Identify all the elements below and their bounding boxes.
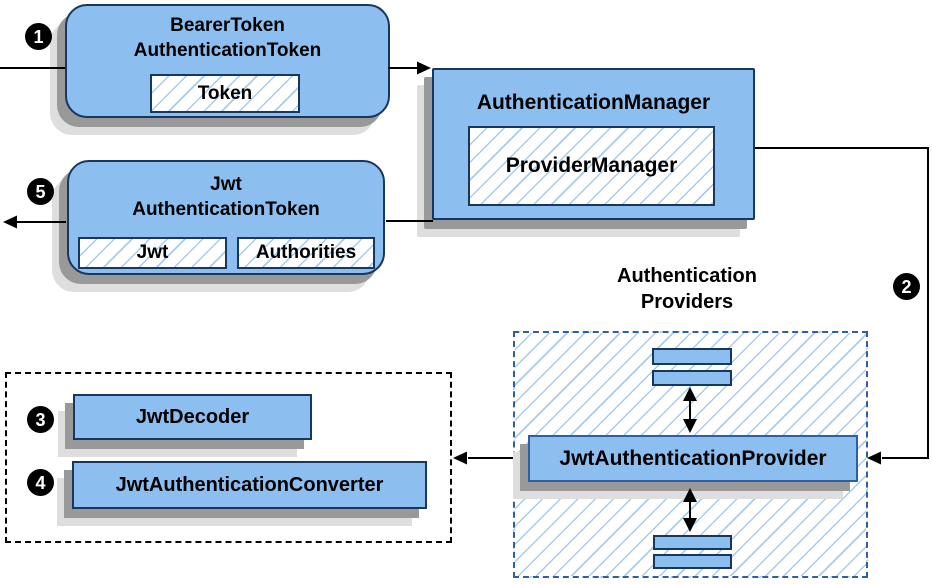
jwt-decoder-label: JwtDecoder — [135, 405, 250, 428]
other-provider-bar-bottom-1 — [653, 535, 732, 550]
jwt-authentication-converter-node: JwtAuthenticationConverter — [72, 461, 427, 509]
authorities-chip: Authorities — [237, 237, 375, 269]
authorities-chip-label: Authorities — [255, 242, 357, 263]
jwt-authentication-provider-node: JwtAuthenticationProvider — [528, 435, 858, 482]
jwt-authentication-converter-label: JwtAuthenticationConverter — [115, 473, 384, 496]
manager-to-provider-arrowhead-icon — [867, 451, 881, 465]
step-3-badge: 3 — [27, 406, 54, 433]
bearer-token-node-title-line2: AuthenticationToken — [133, 40, 322, 61]
other-provider-bar-top-1 — [652, 348, 732, 365]
jwt-token-node-title-line1: Jwt — [210, 174, 242, 195]
authentication-providers-label-line1: Authentication — [617, 265, 757, 287]
jwt-decoder-node: JwtDecoder — [73, 394, 312, 440]
jwt-authentication-provider-label: JwtAuthenticationProvider — [559, 446, 827, 470]
other-provider-bar-top-2 — [652, 370, 732, 386]
bearer-to-manager-arrowhead-icon — [417, 61, 431, 75]
bearer-token-node-title-line1: BearerToken — [170, 15, 285, 36]
provider-manager-chip-label: ProviderManager — [505, 154, 678, 177]
provider-to-decoder-arrowhead-icon — [453, 451, 467, 465]
token-chip-label: Token — [197, 82, 253, 104]
other-provider-bar-bottom-2 — [653, 554, 732, 569]
step-5-badge: 5 — [27, 178, 54, 205]
outgoing-result-arrowhead-icon — [3, 215, 17, 229]
jwt-chip: Jwt — [78, 237, 227, 269]
step-2-badge: 2 — [893, 273, 920, 300]
authentication-providers-label: Authentication Providers — [577, 263, 797, 315]
step-1-badge: 1 — [25, 23, 52, 50]
bearer-token-authentication-token-node: BearerToken AuthenticationToken — [65, 4, 390, 118]
jwt-chip-label: Jwt — [136, 242, 169, 263]
provider-manager-chip: ProviderManager — [468, 126, 715, 206]
decoder-converter-group-box — [5, 372, 452, 543]
token-chip: Token — [150, 74, 300, 113]
jwt-token-node-title-line2: AuthenticationToken — [132, 199, 320, 220]
authentication-providers-label-line2: Providers — [640, 291, 734, 313]
step-4-badge: 4 — [27, 469, 54, 496]
authentication-manager-title: AuthenticationManager — [476, 91, 711, 114]
